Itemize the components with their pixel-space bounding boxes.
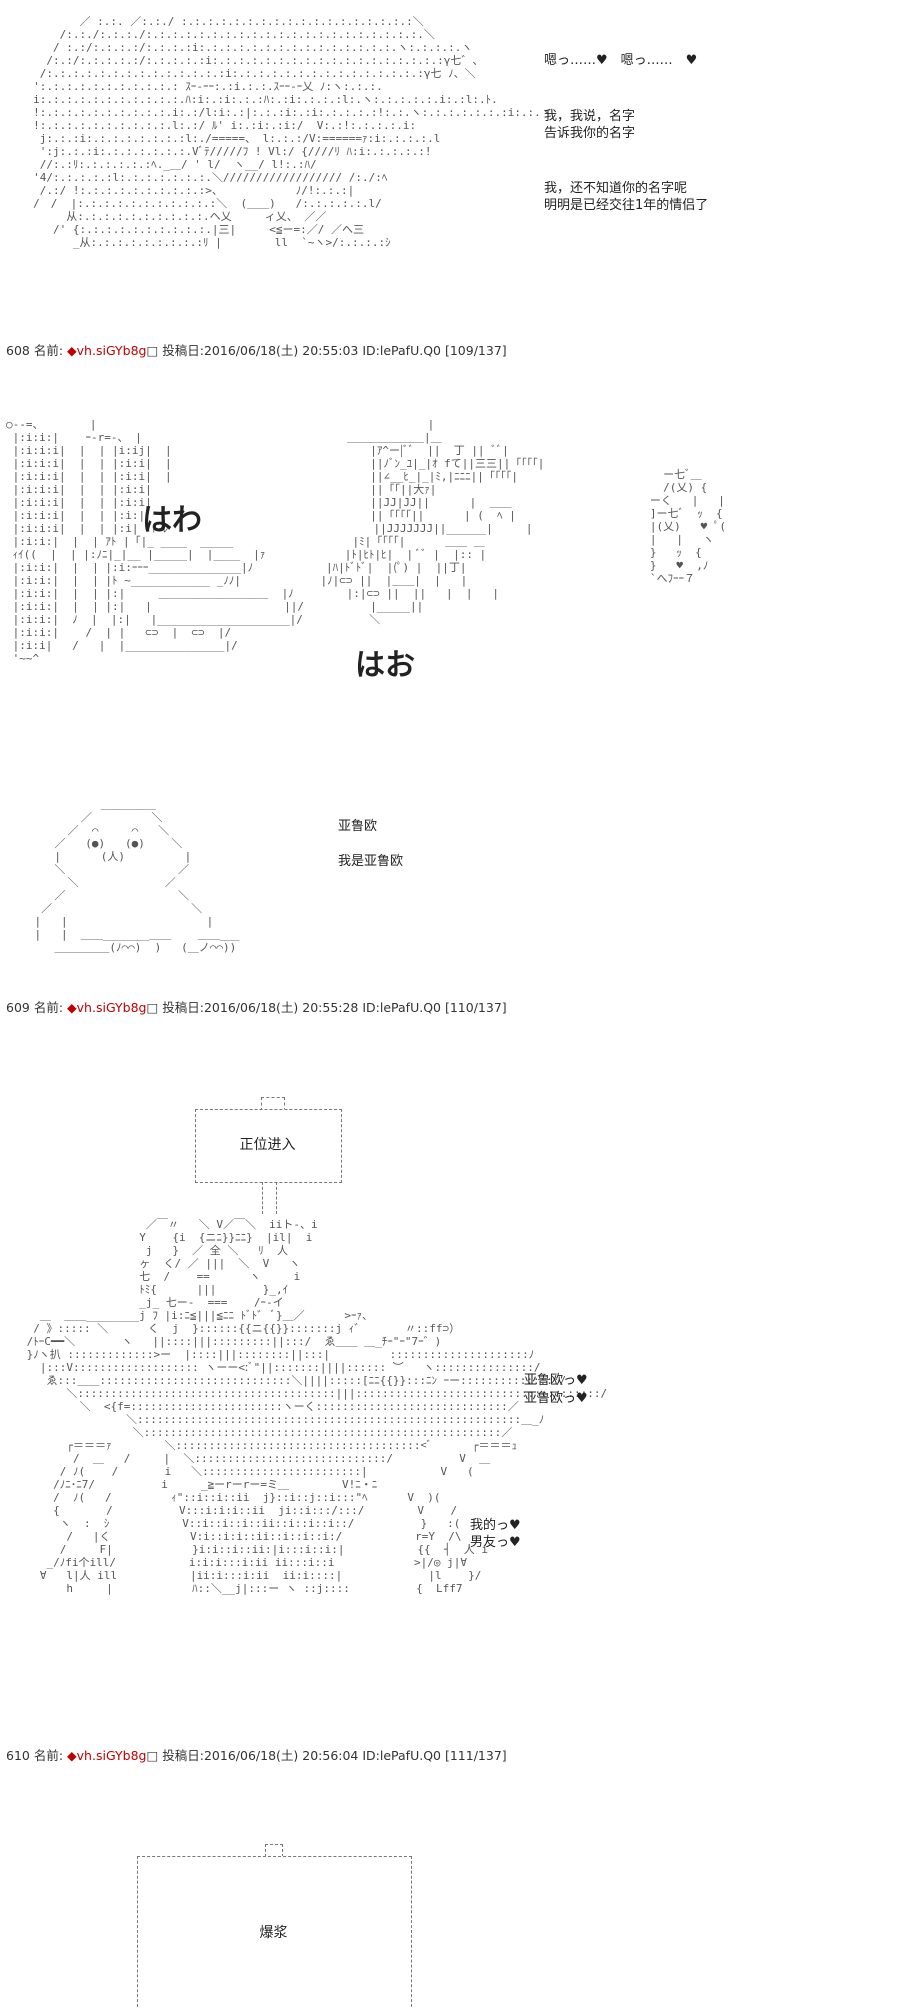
ascii-art-small-figure: ー七ﾞ＿ /(乂) { ーく | | ]ー七ﾞ ｯ { |(乂) ♥ ﾟ( | …	[649, 468, 726, 585]
ascii-art-scene: ／￣〃 ＼ V／￣＼ iiト-、i Y {i {ニﾆ}}ﾆﾆ} |il| i j…	[26, 1218, 608, 1595]
trip-code[interactable]: ◆vh.siGYb8g	[67, 343, 147, 358]
post-header: 610 名前: ◆vh.siGYb8g□ 投稿日:2016/06/18(土) 2…	[6, 1745, 507, 1764]
dialog-line: 我，我说，名字	[544, 109, 636, 124]
sign-board	[195, 1109, 342, 1183]
name-label: 名前:	[33, 1748, 64, 1763]
post-number: 609	[6, 1000, 30, 1015]
dialog-line: 嗯っ……♥ 嗯っ…… ♥	[544, 53, 698, 68]
sfx-text: はお	[355, 648, 415, 683]
ascii-art-yaruo: ＿＿＿＿＿ ／ ＼ ／ ⌒ ⌒ ＼ ／ (●) (●) ＼ | (人) | ＼ …	[34, 798, 240, 954]
sign-label: 正位进入	[239, 1137, 296, 1153]
trip-code[interactable]: ◆vh.siGYb8g	[67, 1748, 147, 1763]
dialog-line: 亚鲁欧っ♥	[524, 1391, 588, 1406]
name-label: 名前:	[33, 1000, 64, 1015]
dialog-line: 明明是已经交往1年的情侣了	[544, 198, 709, 213]
post-date: 投稿日:2016/06/18(土) 20:55:28 ID:lePafU.Q0 …	[162, 1000, 507, 1015]
ascii-art-bedroom: ○--=、 | | |:i:i:| ｰ-r=-、 | ＿＿＿＿＿＿＿|＿ |:i…	[6, 418, 545, 665]
ascii-art-couple: ／ :.:. ／:.:./ :.:.:.:.:.:.:.:.:.:.:.:.:.…	[33, 15, 552, 249]
sign-label: 爆浆	[259, 1925, 288, 1941]
checkbox-icon: □	[146, 1000, 159, 1015]
trip-code[interactable]: ◆vh.siGYb8g	[67, 1000, 147, 1015]
post-header: 608 名前: ◆vh.siGYb8g□ 投稿日:2016/06/18(土) 2…	[6, 340, 507, 359]
dialog-line: 我，还不知道你的名字呢	[544, 181, 688, 196]
post-header: 609 名前: ◆vh.siGYb8g□ 投稿日:2016/06/18(土) 2…	[6, 997, 507, 1016]
checkbox-icon: □	[146, 343, 159, 358]
post-number: 610	[6, 1748, 30, 1763]
sign-board	[137, 1856, 412, 2007]
sign-post	[262, 1182, 263, 1214]
checkbox-icon: □	[146, 1748, 159, 1763]
dialog-line: 我的っ♥	[470, 1518, 521, 1533]
dialog-line: 亚鲁欧っ♥	[524, 1373, 588, 1388]
name-label: 名前:	[33, 343, 64, 358]
dialog-line: 男友っ♥	[470, 1535, 521, 1550]
dialog-line: 我是亚鲁欧	[338, 854, 404, 869]
dialog-line: 告诉我你的名字	[544, 126, 636, 141]
dialog-line: 亚鲁欧	[338, 819, 378, 834]
post-number: 608	[6, 343, 30, 358]
sign-post	[276, 1182, 277, 1214]
sfx-text: はわ	[142, 503, 202, 538]
post-date: 投稿日:2016/06/18(土) 20:56:04 ID:lePafU.Q0 …	[162, 1748, 507, 1763]
post-date: 投稿日:2016/06/18(土) 20:55:03 ID:lePafU.Q0 …	[162, 343, 507, 358]
